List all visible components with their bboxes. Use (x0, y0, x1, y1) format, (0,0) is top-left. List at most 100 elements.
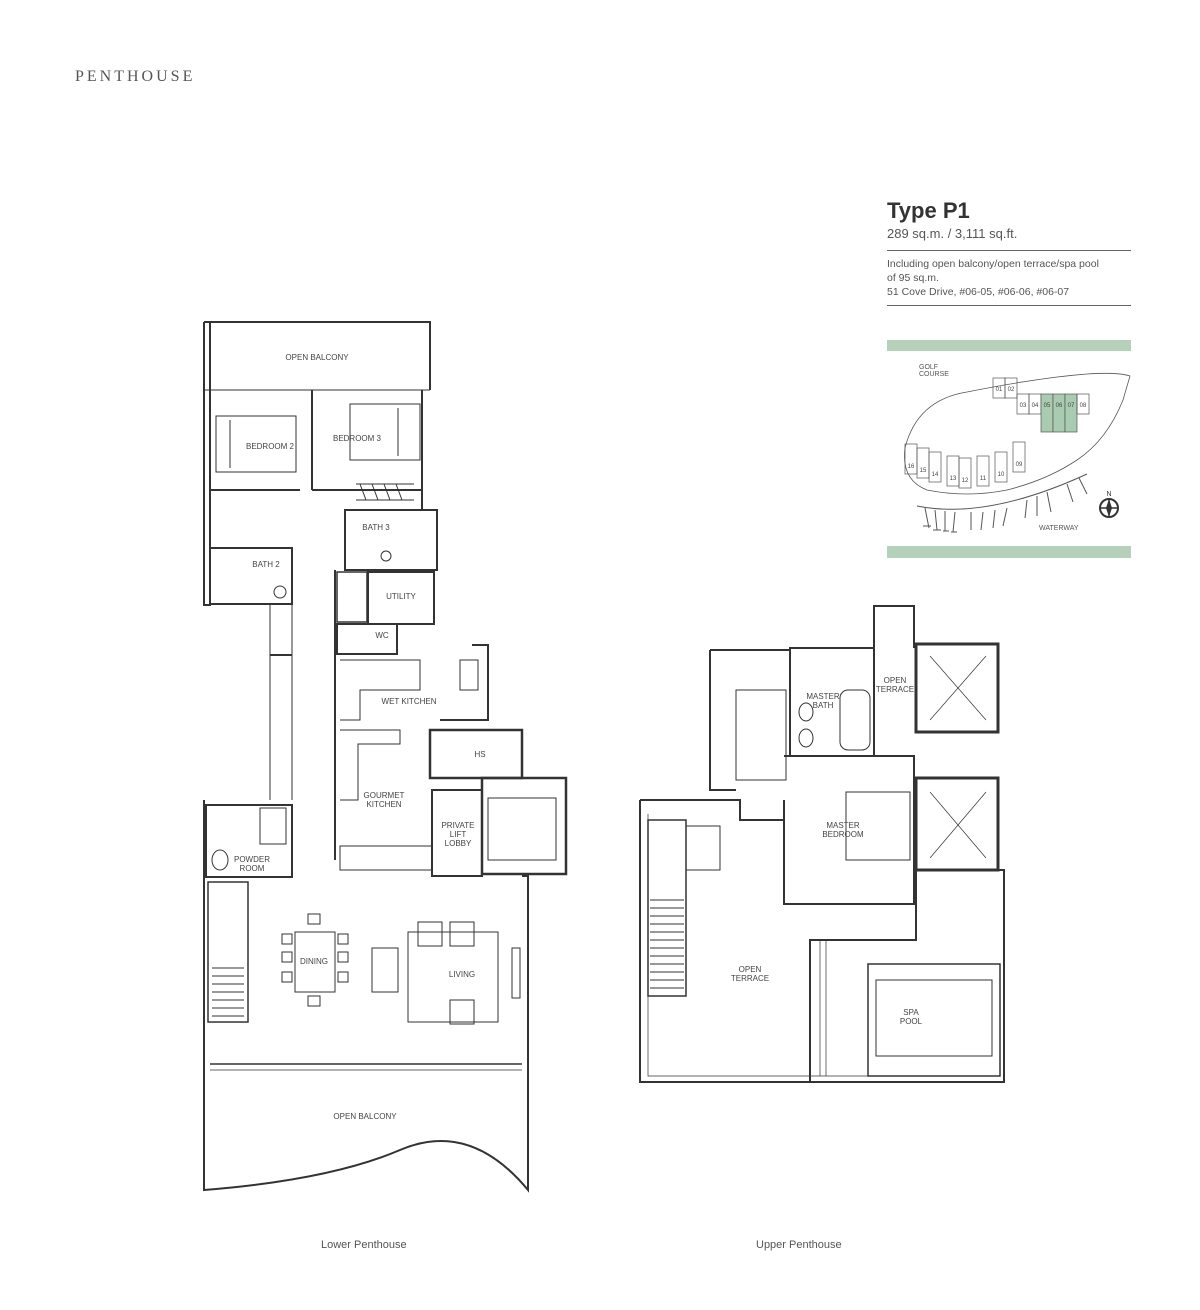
divider (887, 250, 1131, 251)
void-1 (914, 642, 1000, 734)
stair-lower (207, 881, 249, 1023)
basin-2 (798, 728, 814, 748)
stair-treads (650, 825, 721, 989)
label-powder-room-1: POWDER (234, 855, 270, 864)
unit-label-14: 14 (932, 472, 939, 478)
label-master-bath-2: BATH (813, 701, 834, 710)
unit-address: 51 Cove Drive, #06-05, #06-06, #06-07 (887, 286, 1070, 298)
label-utility: UTILITY (386, 592, 416, 601)
stove-wet-kitchen (459, 659, 479, 691)
label-bedroom-3: BEDROOM 3 (333, 434, 382, 443)
unit-block-14 (928, 451, 942, 483)
armchair-3 (449, 999, 475, 1025)
north-arrow-icon: N (1099, 491, 1119, 518)
spa-pool (867, 963, 1001, 1077)
wall-wc (336, 623, 398, 655)
label-gourmet-kitchen-1: GOURMET (364, 791, 405, 800)
armchair-1 (417, 921, 443, 947)
unit-block-02 (1004, 377, 1018, 399)
unit-block-12 (958, 457, 972, 489)
label-master-bedroom-1: MASTER (826, 821, 860, 830)
label-open-terrace-small-1: OPEN (884, 676, 907, 685)
bed-bedroom-3 (349, 403, 421, 461)
wall-hs (428, 728, 524, 780)
unit-note: Including open balcony/open terrace/spa … (887, 257, 1133, 299)
basin-1 (798, 702, 814, 722)
unit-label-09: 09 (1016, 462, 1023, 468)
unit-label-05: 05 (1044, 403, 1051, 409)
unit-type-title: Type P1 (887, 198, 970, 223)
golf-course-label: GOLF (919, 364, 938, 371)
stair-upper (647, 819, 687, 997)
key-plan-bottom-band (887, 546, 1131, 558)
basin-powder (211, 849, 229, 871)
label-open-balcony-bottom: OPEN BALCONY (333, 1112, 397, 1121)
unit-block-08 (1076, 393, 1090, 415)
label-spa-pool-1: SPA (903, 1008, 919, 1017)
tv-console (511, 947, 521, 999)
wardrobe (735, 689, 787, 781)
label-lift-lobby-2: LIFT (450, 830, 467, 839)
caption-lower-penthouse: Lower Penthouse (321, 1239, 407, 1251)
unit-block-11 (976, 455, 990, 487)
wall-shower (336, 571, 368, 623)
caption-upper-penthouse: Upper Penthouse (756, 1239, 842, 1251)
unit-label-16: 16 (908, 464, 915, 470)
label-bath-2: BATH 2 (252, 560, 280, 569)
key-plan-top-band (887, 340, 1131, 351)
unit-area: 289 sq.m. / 3,111 sq.ft. (887, 226, 1018, 241)
golf-course-label-2: COURSE (919, 371, 949, 378)
unit-label-12: 12 (962, 478, 969, 484)
unit-label-06: 06 (1056, 403, 1063, 409)
lower-penthouse-plan (203, 321, 568, 1193)
bathtub (839, 689, 871, 751)
bed-master (845, 791, 911, 861)
site-outline (904, 372, 1131, 495)
label-gourmet-kitchen-2: KITCHEN (366, 800, 401, 809)
dining-table (294, 931, 336, 993)
label-living: LIVING (449, 970, 475, 979)
wall-bath-2 (209, 547, 293, 605)
unit-block-09 (1012, 441, 1026, 473)
waterway-label: WATERWAY (1039, 525, 1079, 532)
bed-bedroom-2 (215, 415, 297, 473)
lift-car (487, 797, 557, 861)
dining-chairs (281, 913, 349, 1007)
label-hs: HS (474, 750, 485, 759)
unit-label-07: 07 (1068, 403, 1075, 409)
label-open-terrace-small-2: TERRACE (876, 685, 914, 694)
note-line-2: of 95 sq.m. (887, 272, 939, 284)
wall-lift (480, 776, 568, 876)
toilet-bath-2 (273, 585, 287, 599)
label-wet-kitchen: WET KITCHEN (382, 697, 437, 706)
unit-label-08: 08 (1080, 403, 1087, 409)
divider (887, 305, 1131, 306)
note-line-1: Including open balcony/open terrace/spa … (887, 258, 1099, 270)
upper-penthouse-plan (639, 605, 1005, 1083)
wall-powder-room (205, 804, 293, 878)
shower-powder (259, 807, 287, 845)
jetties (916, 473, 1088, 533)
armchair-2 (449, 921, 475, 947)
label-master-bedroom-2: BEDROOM (822, 830, 864, 839)
north-label: N (1106, 491, 1111, 498)
label-open-terrace-1: OPEN (739, 965, 762, 974)
unit-info-panel: Type P1 289 sq.m. / 3,111 sq.ft. Includi… (887, 198, 1131, 306)
kitchen-island (339, 845, 433, 871)
label-dining: DINING (300, 957, 328, 966)
label-lift-lobby-3: LOBBY (445, 839, 472, 848)
wall-bath-3 (344, 509, 438, 571)
sofa (371, 947, 399, 993)
label-wc: WC (375, 631, 389, 640)
spa-pool-inner (875, 979, 993, 1057)
label-open-balcony-top: OPEN BALCONY (285, 353, 349, 362)
wall-utility (367, 571, 435, 625)
unit-label-02: 02 (1008, 387, 1015, 393)
label-bedroom-2: BEDROOM 2 (246, 442, 295, 451)
section-label: PENTHOUSE (75, 68, 196, 85)
label-bath-3: BATH 3 (362, 523, 390, 532)
unit-label-15: 15 (920, 468, 927, 474)
